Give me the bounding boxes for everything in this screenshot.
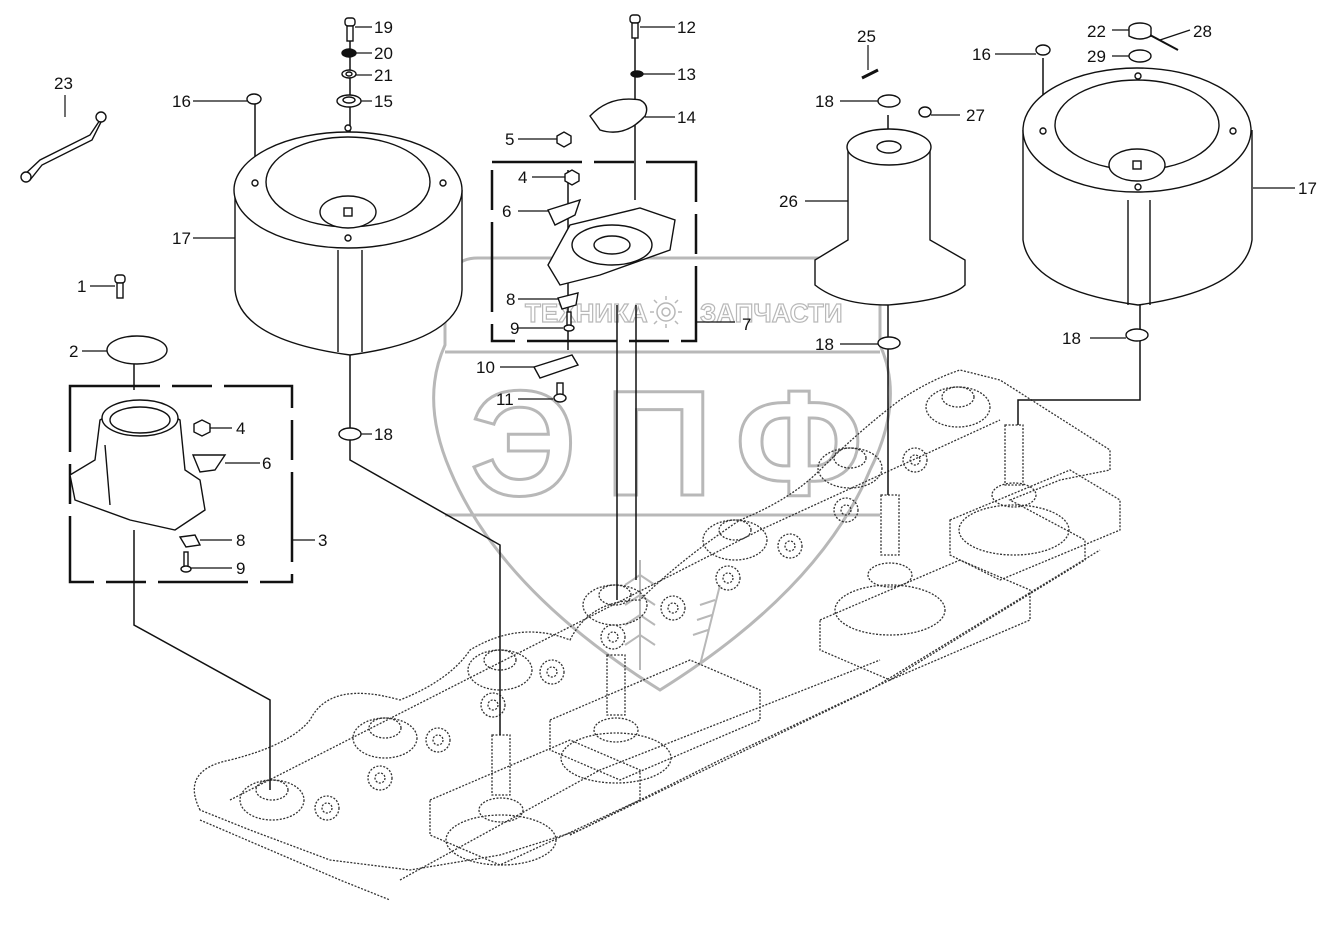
callout-15[interactable]: 15 bbox=[374, 92, 393, 111]
callout-26[interactable]: 26 bbox=[779, 192, 798, 211]
wheat-icon bbox=[624, 560, 721, 670]
callout-1[interactable]: 1 bbox=[77, 277, 86, 296]
callout-12[interactable]: 12 bbox=[677, 18, 696, 37]
callout-17-right[interactable]: 17 bbox=[1298, 179, 1317, 198]
cap-part-16-right[interactable] bbox=[1035, 44, 1051, 56]
dome-part-14[interactable] bbox=[589, 98, 648, 133]
callout-28[interactable]: 28 bbox=[1193, 22, 1212, 41]
blade-part-10[interactable] bbox=[532, 354, 580, 379]
callout-5[interactable]: 5 bbox=[505, 130, 514, 149]
plate-part-6-right[interactable] bbox=[547, 198, 582, 226]
washer-part-20[interactable] bbox=[341, 48, 357, 58]
watermark-shield bbox=[432, 256, 892, 692]
spindle-hubs bbox=[239, 386, 991, 821]
callout-7[interactable]: 7 bbox=[742, 315, 751, 334]
ring-part-18-top[interactable] bbox=[877, 94, 901, 108]
washer-part-13[interactable] bbox=[630, 70, 644, 78]
callout-3[interactable]: 3 bbox=[318, 531, 327, 550]
cover-plate-part-2[interactable] bbox=[106, 335, 168, 365]
callout-25[interactable]: 25 bbox=[857, 27, 876, 46]
collar-part-22[interactable] bbox=[1128, 22, 1152, 40]
cap-part-16-left[interactable] bbox=[246, 93, 262, 105]
bolt-part-1[interactable] bbox=[114, 274, 126, 299]
housing-part-26[interactable] bbox=[814, 128, 966, 306]
callout-18-left-drum[interactable]: 18 bbox=[374, 425, 393, 444]
bolt-part-12[interactable] bbox=[629, 14, 641, 39]
gearbox-block-1 bbox=[429, 739, 641, 866]
watermark-letter-f: Ф bbox=[735, 359, 863, 527]
group-box-7 bbox=[490, 160, 698, 343]
bolt-part-19[interactable] bbox=[344, 17, 356, 42]
callout-4-right[interactable]: 4 bbox=[518, 168, 527, 187]
plate-part-8-left[interactable] bbox=[178, 534, 202, 548]
callout-9-right[interactable]: 9 bbox=[510, 319, 519, 338]
callout-8-left[interactable]: 8 bbox=[236, 531, 245, 550]
callout-23[interactable]: 23 bbox=[54, 74, 73, 93]
cap-part-27[interactable] bbox=[918, 106, 932, 118]
group-box-3 bbox=[68, 384, 294, 584]
callout-6-left[interactable]: 6 bbox=[262, 454, 271, 473]
gearbox-block-3 bbox=[819, 559, 1031, 681]
gear-icon bbox=[650, 296, 682, 328]
spindle-shafts bbox=[445, 424, 1070, 866]
drum-part-17-left[interactable] bbox=[233, 124, 463, 356]
bolt-part-11[interactable] bbox=[553, 382, 567, 403]
callout-4-left[interactable]: 4 bbox=[236, 419, 245, 438]
callout-10[interactable]: 10 bbox=[476, 358, 495, 377]
cutter-bar-outline bbox=[193, 369, 1111, 871]
bolt-part-9-right[interactable] bbox=[563, 311, 575, 332]
ring-part-18-right-drum[interactable] bbox=[1125, 328, 1149, 342]
ring-part-18-left-drum[interactable] bbox=[338, 427, 362, 441]
pin-part-25[interactable] bbox=[861, 68, 879, 80]
callout-18-mid[interactable]: 18 bbox=[815, 335, 834, 354]
gearbox-block-4 bbox=[949, 469, 1121, 581]
callout-18-right-drum[interactable]: 18 bbox=[1062, 329, 1081, 348]
plate-part-8-right[interactable] bbox=[557, 292, 579, 310]
callout-17-left[interactable]: 17 bbox=[172, 229, 191, 248]
callout-29[interactable]: 29 bbox=[1087, 47, 1106, 66]
callout-6-right[interactable]: 6 bbox=[502, 202, 511, 221]
wrench-part-23[interactable] bbox=[20, 111, 107, 183]
watermark-letter-p: П bbox=[605, 359, 713, 527]
ring-part-29[interactable] bbox=[1128, 49, 1152, 63]
callout-19[interactable]: 19 bbox=[374, 18, 393, 37]
callout-21[interactable]: 21 bbox=[374, 66, 393, 85]
callout-11[interactable]: 11 bbox=[496, 390, 514, 409]
callout-20[interactable]: 20 bbox=[374, 44, 393, 63]
watermark-text-right: ЗАПЧАСТИ bbox=[700, 298, 843, 328]
callout-14[interactable]: 14 bbox=[677, 108, 696, 127]
callout-leaders bbox=[64, 26, 1295, 569]
cutting-disc-part-7[interactable] bbox=[547, 207, 676, 286]
callout-22[interactable]: 22 bbox=[1087, 22, 1106, 41]
callout-9-left[interactable]: 9 bbox=[236, 559, 245, 578]
callout-2[interactable]: 2 bbox=[69, 342, 78, 361]
cutter-bar-base bbox=[193, 369, 1121, 901]
gearbox-block-2 bbox=[549, 659, 761, 781]
callout-labels: 23 19 20 21 16 15 17 1 2 4 6 8 9 3 18 12… bbox=[54, 18, 1317, 578]
callout-16-left[interactable]: 16 bbox=[172, 92, 191, 111]
washer-part-15[interactable] bbox=[336, 94, 362, 108]
callout-27[interactable]: 27 bbox=[966, 106, 985, 125]
plate-part-6-left[interactable] bbox=[191, 454, 227, 473]
screw-part-28[interactable] bbox=[1149, 34, 1179, 51]
ring-part-18-mid[interactable] bbox=[877, 336, 901, 350]
callout-16-right[interactable]: 16 bbox=[972, 45, 991, 64]
callout-8-right[interactable]: 8 bbox=[506, 290, 515, 309]
watermark-text-left: ТЕХНИКА bbox=[525, 298, 648, 328]
drive-gears bbox=[314, 447, 928, 821]
hub-cover-part-3[interactable] bbox=[69, 399, 206, 531]
drum-part-17-right[interactable] bbox=[1022, 67, 1253, 306]
watermark: ТЕХНИКА ЗАПЧАСТИ Э П Ф bbox=[432, 256, 892, 692]
callout-18-top[interactable]: 18 bbox=[815, 92, 834, 111]
nut-part-5[interactable] bbox=[556, 131, 572, 148]
bolt-part-9-left[interactable] bbox=[180, 551, 192, 573]
callout-13[interactable]: 13 bbox=[677, 65, 696, 84]
nut-part-4-left[interactable] bbox=[193, 419, 211, 437]
washer-part-21[interactable] bbox=[341, 69, 357, 79]
nut-part-4-right[interactable] bbox=[564, 169, 580, 186]
